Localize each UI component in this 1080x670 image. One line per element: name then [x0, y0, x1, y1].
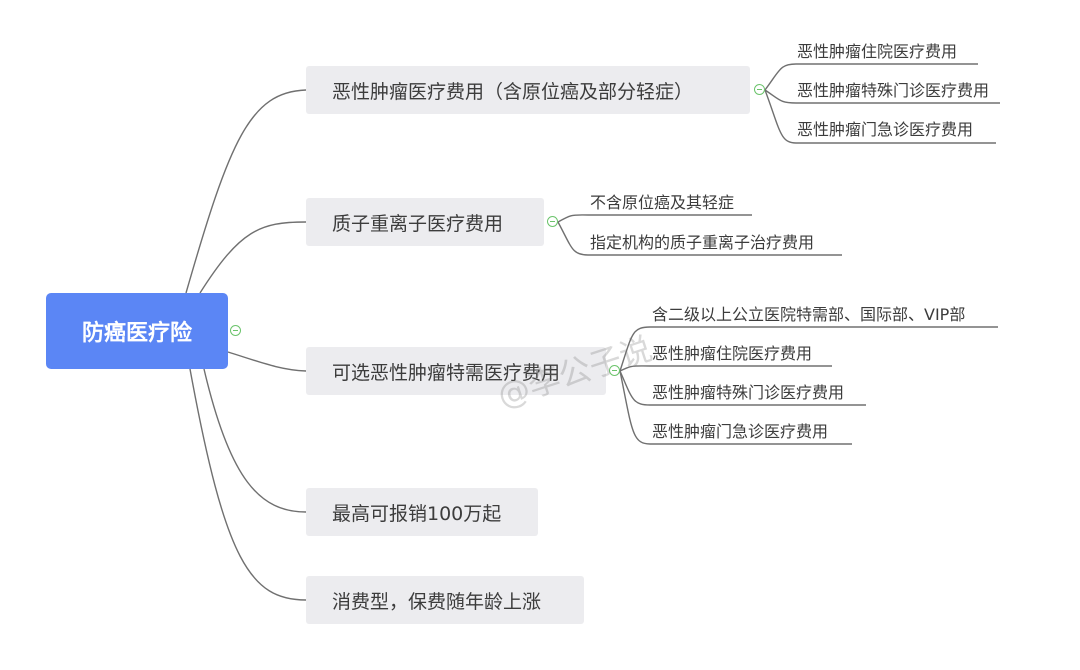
link-b1-c1: [764, 63, 978, 91]
collapse-branch-1-icon[interactable]: [754, 84, 765, 95]
link-b1-c3: [764, 89, 996, 144]
collapse-branch-3-icon[interactable]: [609, 365, 620, 376]
link-root-branch-3: [227, 351, 307, 372]
collapse-branch-2-icon[interactable]: [547, 216, 558, 227]
link-b1-c2: [764, 89, 1000, 104]
branch-label: 可选恶性肿瘤特需医疗费用: [332, 361, 561, 384]
branch-label: 质子重离子医疗费用: [332, 212, 504, 235]
link-b2-c2: [557, 221, 842, 256]
link-root-branch-4: [203, 368, 307, 513]
branch-label: 消费型，保费随年龄上涨: [332, 590, 542, 613]
leaf-b2-designated-institutions[interactable]: 指定机构的质子重离子治疗费用: [590, 233, 815, 252]
leaf-b2-excluding-carcinoma-in-situ[interactable]: 不含原位癌及其轻症: [590, 193, 735, 212]
branch-optional-special-medical[interactable]: 可选恶性肿瘤特需医疗费用: [306, 347, 606, 395]
leaf-b3-special-departments[interactable]: 含二级以上公立医院特需部、国际部、VIP部: [652, 305, 966, 324]
leaf-b1-emergency[interactable]: 恶性肿瘤门急诊医疗费用: [797, 120, 974, 139]
link-b3-c1: [619, 326, 998, 372]
link-b3-c2: [619, 365, 832, 372]
branch-max-reimbursement[interactable]: 最高可报销100万起: [306, 488, 538, 536]
link-root-branch-1: [185, 89, 307, 294]
link-b3-c3: [619, 370, 866, 406]
link-root-branch-2: [199, 221, 307, 294]
leaf-b3-inpatient[interactable]: 恶性肿瘤住院医疗费用: [652, 344, 813, 363]
leaf-b3-emergency[interactable]: 恶性肿瘤门急诊医疗费用: [652, 422, 829, 441]
collapse-root-icon[interactable]: [230, 325, 241, 336]
branch-label: 恶性肿瘤医疗费用（含原位癌及部分轻症）: [332, 80, 694, 103]
leaf-b1-inpatient[interactable]: 恶性肿瘤住院医疗费用: [797, 42, 958, 61]
branch-malignant-tumor-medical[interactable]: 恶性肿瘤医疗费用（含原位癌及部分轻症）: [306, 66, 750, 114]
branch-proton-heavy-ion[interactable]: 质子重离子医疗费用: [306, 198, 544, 246]
link-b2-c1: [557, 214, 752, 223]
link-root-branch-5: [189, 368, 307, 601]
root-label: 防癌医疗险: [81, 321, 192, 346]
branch-consumption-type[interactable]: 消费型，保费随年龄上涨: [306, 576, 584, 624]
link-b3-c4: [619, 370, 852, 445]
leaf-b1-special-outpatient[interactable]: 恶性肿瘤特殊门诊医疗费用: [797, 81, 990, 100]
leaf-b3-special-outpatient[interactable]: 恶性肿瘤特殊门诊医疗费用: [652, 383, 845, 402]
branch-label: 最高可报销100万起: [332, 502, 502, 525]
root-node[interactable]: 防癌医疗险: [46, 293, 228, 369]
